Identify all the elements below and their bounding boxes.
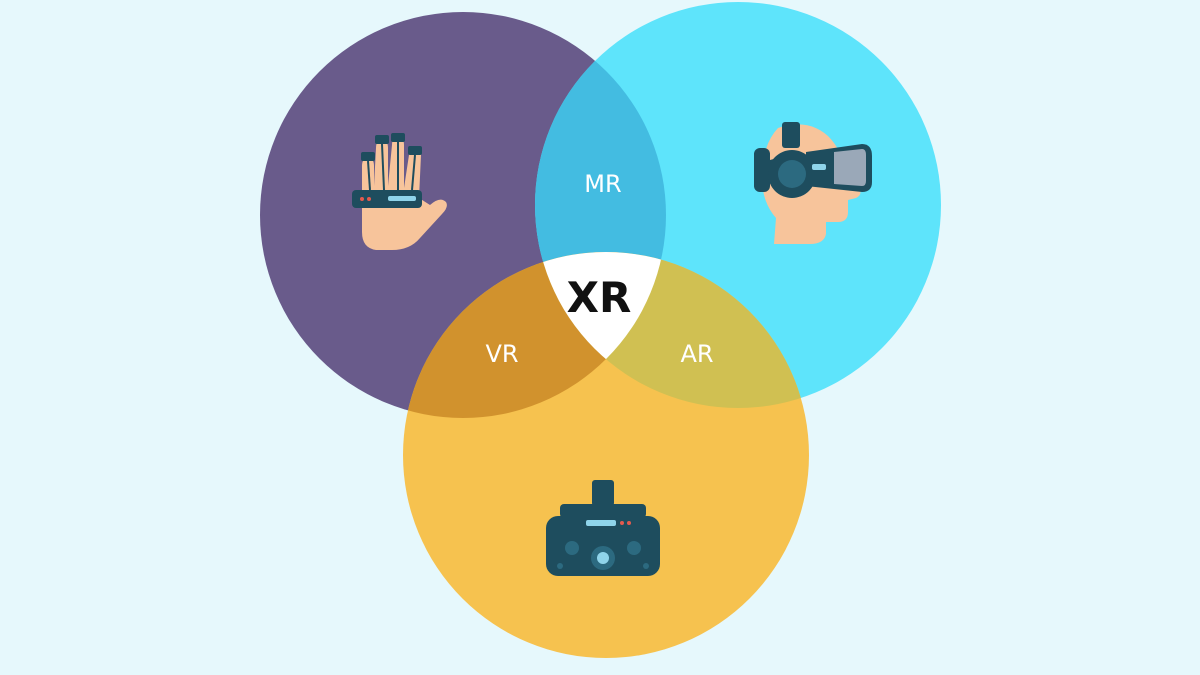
ar-overlap-region [535,252,809,408]
vr-headset-icon [546,480,660,576]
haptic-glove-icon [352,133,447,250]
ar-label: AR [680,340,713,368]
vr-label: VR [485,340,518,368]
mr-label: MR [584,170,621,198]
mr-headset-head-icon [754,122,872,244]
vr-overlap-region [403,252,666,418]
xr-label: XR [567,273,632,322]
